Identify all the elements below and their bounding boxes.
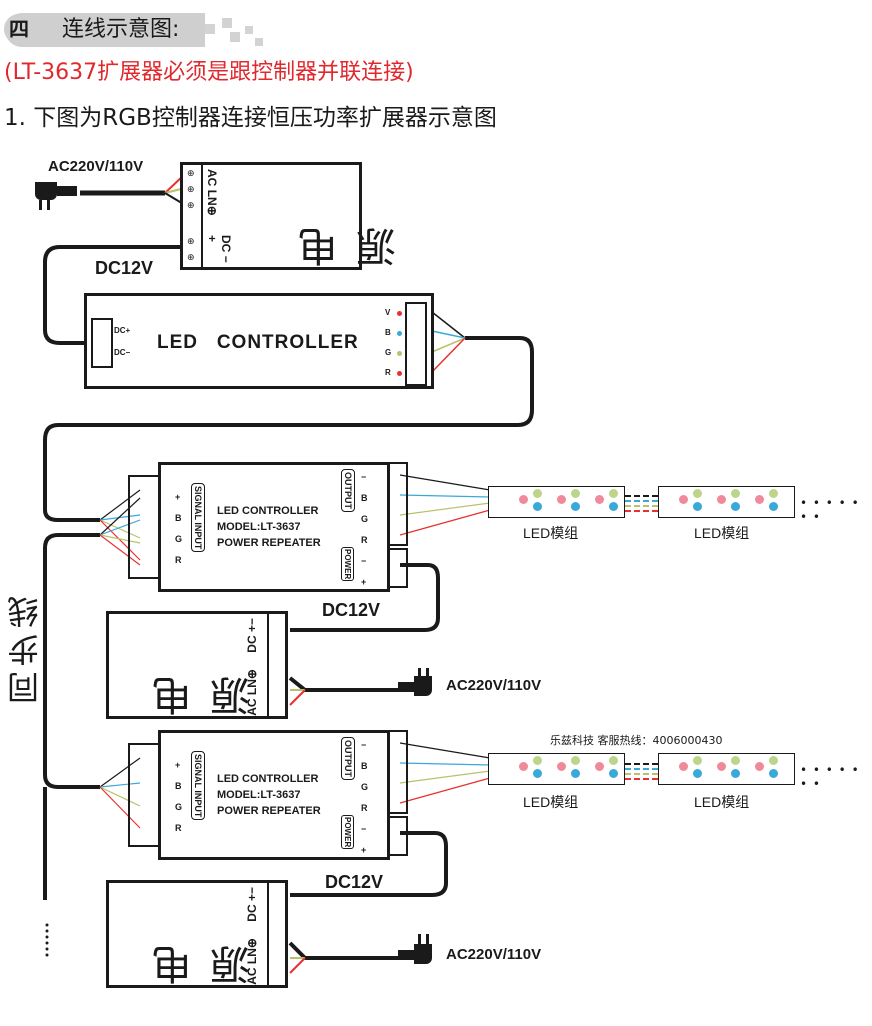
decor-pixel <box>245 26 253 34</box>
diagram-subtitle: 1. 下图为RGB控制器连接恒压功率扩展器示意图 <box>4 105 497 131</box>
power-supply-2: 电源 DC +− AC LN⊕ <box>106 880 288 988</box>
output-label: OUTPUT <box>341 469 355 512</box>
terminal-block <box>267 614 287 716</box>
dc12v-label-1: DC12V <box>322 600 381 620</box>
continuation-dots-vertical <box>45 923 49 957</box>
rgb-output-terminal <box>405 302 427 386</box>
dc12v-cable-1 <box>290 563 440 632</box>
led-module-label: LED模组 <box>694 525 750 541</box>
ac-plug-icon <box>398 932 434 964</box>
power-supply-top: ⊕ ⊕ ⊕ ⊕ ⊕ AC LN⊕ DC −+ 电源 <box>180 162 403 270</box>
pin-r: R <box>385 368 391 377</box>
terminal-block: ⊕ ⊕ ⊕ ⊕ ⊕ <box>183 165 203 267</box>
repeater-1-output-terminal <box>388 462 408 546</box>
ac-plug-icon <box>398 668 434 698</box>
section-number: 四 <box>4 14 34 44</box>
repeater-2-output-terminal <box>388 730 408 814</box>
decor-pixel <box>255 38 263 46</box>
led-module-label: LED模组 <box>694 794 750 810</box>
decor-pixel <box>222 18 232 28</box>
dc-pin-labels: DC −+ <box>205 235 233 263</box>
pin-v: V <box>385 308 391 317</box>
dc12v-label-top: DC12V <box>95 258 154 278</box>
continuation-dots: • • • • • • • <box>800 763 860 791</box>
section-title: 连线示意图: <box>62 17 180 42</box>
ac-plug-icon <box>35 182 80 210</box>
controller-title: LED CONTROLLER <box>157 332 359 353</box>
ac-input-label-1: AC220V/110V <box>446 677 542 694</box>
parallel-connection-note: (LT-3637扩展器必须是跟控制器并联连接) <box>4 60 414 85</box>
dc-pin-labels: DC +− <box>245 618 259 653</box>
led-module-link-1 <box>625 495 658 512</box>
controller-to-repeater-cable <box>43 336 534 522</box>
signal-input-label: SIGNAL INPUT <box>191 483 205 553</box>
led-module-label: LED模组 <box>523 525 579 541</box>
repeater-1-power-terminal <box>388 548 408 588</box>
section-header: 四 连线示意图: <box>0 10 265 48</box>
repeater-2-input-terminal <box>128 743 160 847</box>
pin-g: G <box>385 348 392 357</box>
dc12v-cable-2 <box>290 831 448 897</box>
terminal-block <box>267 883 287 985</box>
ac-cable-2 <box>288 941 400 960</box>
power-pins: −+ <box>361 824 367 855</box>
dc-input-terminal <box>91 318 113 368</box>
power-pins: −+ <box>361 556 367 587</box>
led-module <box>488 753 625 785</box>
led-module-link-2 <box>625 763 658 780</box>
led-module-label: LED模组 <box>523 794 579 810</box>
signal-input-label: SIGNAL INPUT <box>191 751 205 821</box>
led-controller: DC+ DC− LED CONTROLLER V B G R <box>84 293 434 389</box>
dc12v-cable-top <box>43 245 183 345</box>
section-header-bar <box>5 13 205 47</box>
ac-pin-labels: AC LN⊕ <box>245 938 259 985</box>
power-supply-1: 电源 DC +− AC LN⊕ <box>106 611 288 719</box>
pin-b: B <box>385 328 391 337</box>
led-module <box>658 486 795 518</box>
ac-pin-labels: AC LN⊕ <box>205 169 219 216</box>
continuation-dots: • • • • • • • <box>800 496 860 524</box>
repeater-1-input-terminal <box>128 475 160 579</box>
decor-pixel <box>230 32 240 42</box>
dc-pin-labels: DC +− <box>245 887 259 922</box>
dc-minus-pin: DC− <box>114 348 131 357</box>
ac-cable-1 <box>288 676 400 692</box>
dc-plus-pin: DC+ <box>114 326 131 335</box>
power-label: POWER <box>341 815 354 850</box>
ac-input-label-2: AC220V/110V <box>446 946 542 963</box>
sync-line-label: 同步线 <box>6 590 44 704</box>
decor-pixel <box>205 24 215 34</box>
repeater-2-power-terminal <box>388 816 408 856</box>
power-label: POWER <box>341 547 354 582</box>
output-label: OUTPUT <box>341 737 355 780</box>
sync-line <box>43 533 100 789</box>
hotline-text: 乐兹科技 客服热线：4006000430 <box>550 734 723 747</box>
led-module <box>658 753 795 785</box>
ac-pin-labels: AC LN⊕ <box>245 669 259 716</box>
power-supply-title: 电源 <box>299 217 403 267</box>
ac-input-label-top: AC220V/110V <box>48 158 144 175</box>
dc12v-label-2: DC12V <box>325 872 384 892</box>
led-module <box>488 486 625 518</box>
